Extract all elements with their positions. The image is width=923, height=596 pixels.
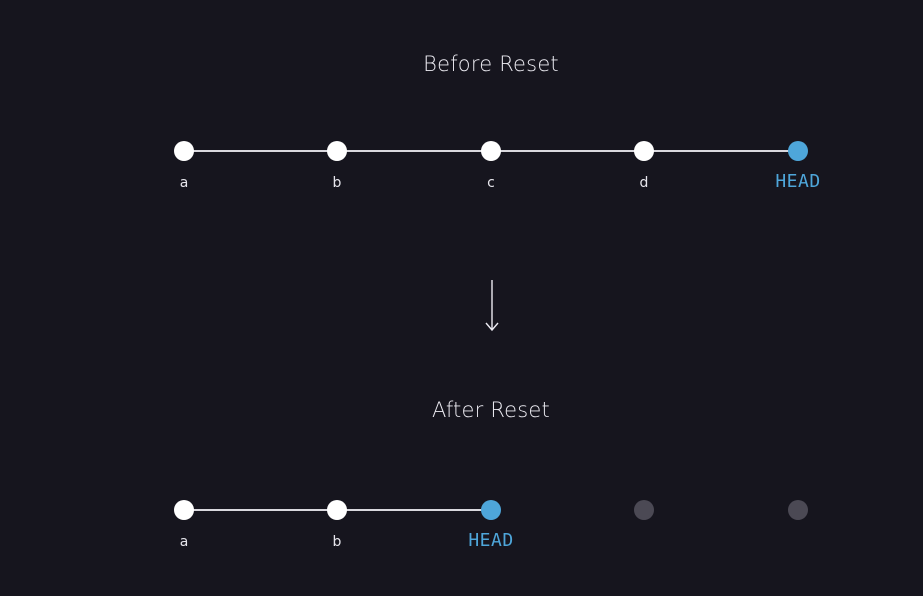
after-commit-node-a bbox=[174, 500, 194, 520]
after-commit-label-b: b bbox=[332, 534, 342, 550]
after-commit-label-a: a bbox=[179, 534, 189, 550]
before-commit-node-c bbox=[481, 141, 501, 161]
before-commit-node-d bbox=[634, 141, 654, 161]
before-commit-label-d: d bbox=[639, 175, 649, 191]
after-commit-node-b bbox=[327, 500, 347, 520]
before-head-node bbox=[788, 141, 808, 161]
after-faded-node-2 bbox=[788, 500, 808, 520]
before-reset-title: Before Reset bbox=[423, 52, 559, 76]
after-reset-title: After Reset bbox=[432, 398, 550, 422]
before-commit-node-a bbox=[174, 141, 194, 161]
arrow-down-icon bbox=[485, 280, 499, 332]
before-head-label: HEAD bbox=[775, 171, 821, 192]
after-head-node bbox=[481, 500, 501, 520]
before-commit-label-c: c bbox=[487, 175, 495, 191]
before-commit-label-a: a bbox=[179, 175, 189, 191]
after-head-label: HEAD bbox=[468, 530, 514, 551]
before-commit-label-b: b bbox=[332, 175, 342, 191]
after-faded-node-1 bbox=[634, 500, 654, 520]
before-commit-node-b bbox=[327, 141, 347, 161]
